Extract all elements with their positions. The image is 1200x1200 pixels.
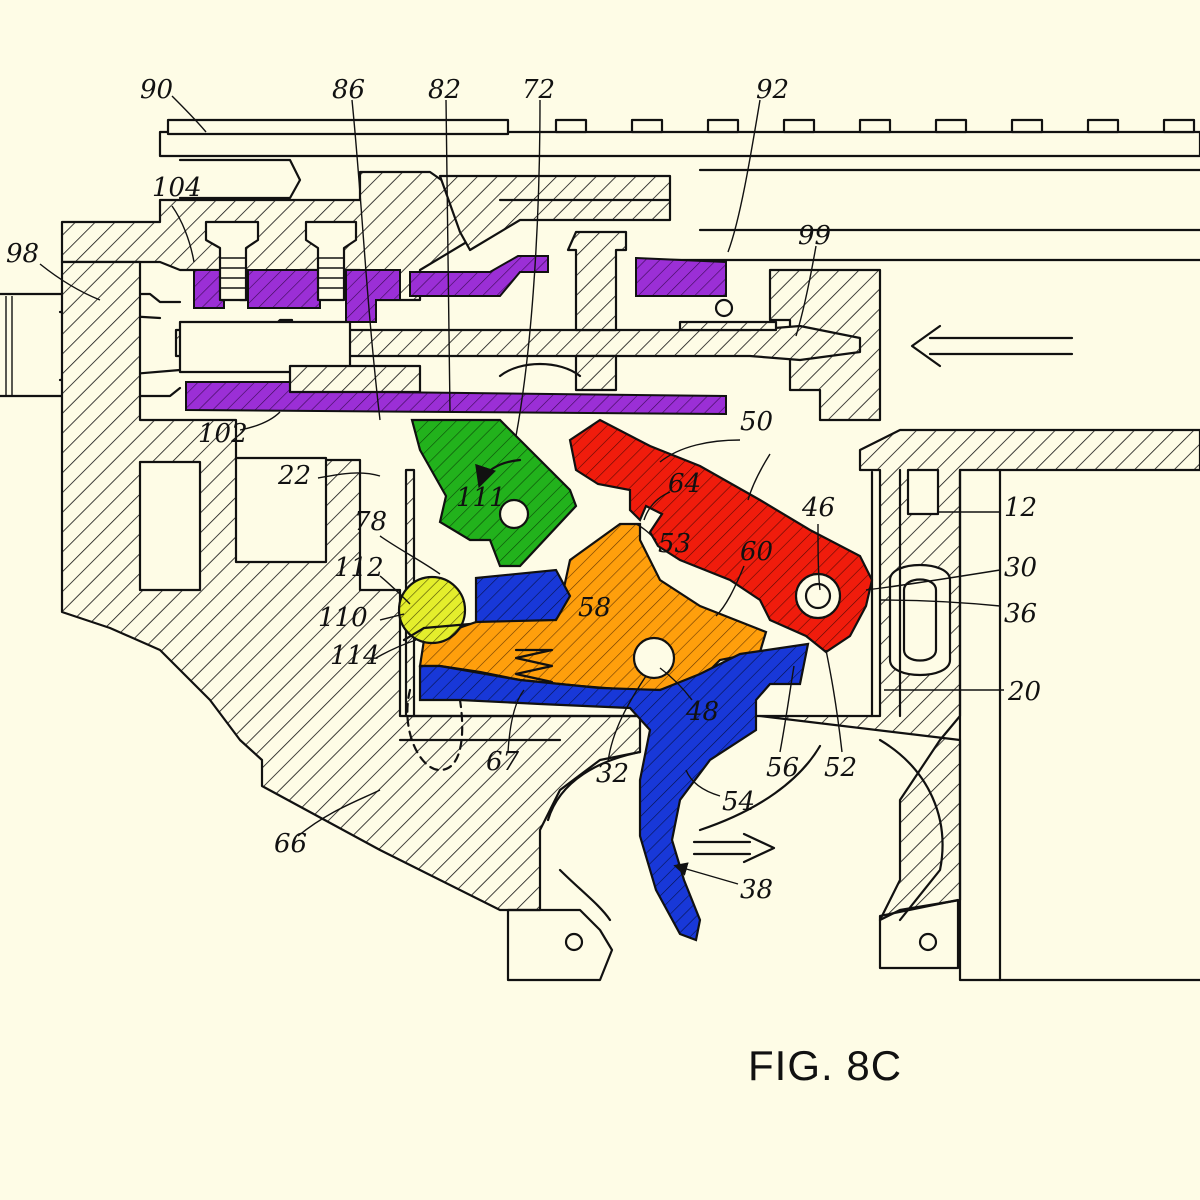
ref-54: 54	[722, 787, 755, 817]
ref-58: 58	[578, 593, 611, 623]
ref-114: 114	[330, 641, 380, 671]
ref-112: 112	[334, 553, 384, 583]
disconnector-green	[410, 418, 578, 568]
selector-pin-yellow	[397, 575, 472, 645]
ref-99: 99	[798, 221, 831, 251]
ref-38: 38	[740, 875, 773, 905]
ref-90: 90	[140, 75, 173, 105]
ref-98: 98	[6, 239, 39, 269]
ref-50: 50	[740, 407, 773, 437]
ref-111: 111	[456, 483, 506, 513]
ref-104: 104	[152, 173, 202, 203]
lower-receiver	[60, 260, 1200, 982]
trigger-guard	[506, 738, 960, 982]
picatinny-rail	[158, 118, 1200, 158]
ref-53: 53	[658, 529, 691, 559]
reference-numerals: 90 86 82 72 92 104 98 99 102 50 22 111 6…	[6, 75, 1041, 905]
ref-46: 46	[801, 493, 835, 523]
ref-32: 32	[596, 759, 629, 789]
ref-86: 86	[332, 75, 365, 105]
ref-30: 30	[1004, 553, 1037, 583]
trigger-blue	[418, 642, 810, 942]
carrier-screws	[204, 220, 358, 302]
ref-102: 102	[198, 419, 248, 449]
ref-67: 67	[486, 747, 520, 777]
ref-20: 20	[1007, 677, 1041, 707]
ref-92: 92	[756, 75, 789, 105]
ref-82: 82	[428, 75, 461, 105]
ref-72: 72	[522, 75, 555, 105]
bolt	[174, 230, 862, 394]
ref-110: 110	[318, 603, 368, 633]
leader-lines	[39, 95, 1005, 885]
figure-caption: FIG. 8C	[748, 1042, 902, 1089]
ref-64: 64	[668, 469, 701, 499]
ref-56: 56	[766, 753, 799, 783]
ref-22: 22	[277, 461, 311, 491]
ref-78: 78	[354, 507, 387, 537]
ref-48: 48	[685, 697, 719, 727]
ref-12: 12	[1004, 493, 1037, 523]
motion-arrows	[692, 324, 1074, 864]
hammer-red	[568, 418, 874, 654]
sear-orange	[418, 522, 768, 692]
ref-60: 60	[740, 537, 773, 567]
ref-52: 52	[824, 753, 857, 783]
ref-36: 36	[1004, 599, 1037, 629]
ref-66: 66	[274, 829, 307, 859]
upper-receiver	[60, 158, 1200, 422]
